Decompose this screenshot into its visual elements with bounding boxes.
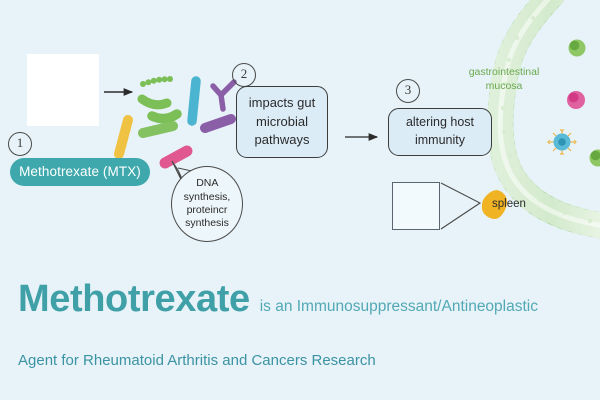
step-3-line-1: altering host	[405, 115, 475, 130]
step-2-line-1: impacts gut	[248, 95, 316, 111]
virus-icon	[547, 128, 577, 156]
step-number-3: 3	[396, 79, 420, 103]
dna-callout-line-3: proteincr	[186, 204, 228, 216]
page-title: Methotrexate	[18, 278, 250, 320]
dna-callout-line-1: DNA	[196, 177, 218, 190]
dna-callout-line-4: synthesis	[185, 217, 229, 230]
gi-label-line-2: mucosa	[485, 79, 523, 92]
gastrointestinal-mucosa-icon	[487, 0, 600, 239]
page-subtitle: Agent for Rheumatoid Arthritis and Cance…	[18, 352, 376, 369]
bacteria-icon	[114, 76, 237, 169]
methotrexate-mtx-label: Methotrexate (MTX)	[10, 158, 150, 186]
cell-sample-box	[392, 182, 440, 230]
gastrointestinal-mucosa-label: gastrointestinal mucosa	[452, 66, 556, 94]
step-3-line-2: immunity	[414, 133, 465, 147]
step-number-1: 1	[8, 132, 32, 156]
step-3-box: altering host immunity	[388, 108, 492, 156]
step-2-line-3: pathways	[254, 132, 310, 148]
page-title-tail: is an Immunosuppressant/Antineoplastic	[259, 298, 538, 315]
step-2-line-2: microbial	[255, 113, 308, 129]
footer-title-row: Methotrexate is an Immunosuppressant/Ant…	[18, 278, 594, 321]
free-cells-icon	[547, 39, 600, 167]
pill-bottle-image-card	[27, 54, 99, 126]
spleen-label: spleen	[492, 198, 526, 210]
step-2-box: impacts gut microbial pathways	[236, 86, 328, 158]
step-number-2: 2	[232, 63, 256, 87]
dna-callout-line-2: synthesis,	[183, 190, 231, 203]
gi-label-line-1: gastrointestinal	[468, 66, 540, 78]
dna-synthesis-callout: DNA synthesis, proteincr synthesis	[171, 166, 243, 242]
